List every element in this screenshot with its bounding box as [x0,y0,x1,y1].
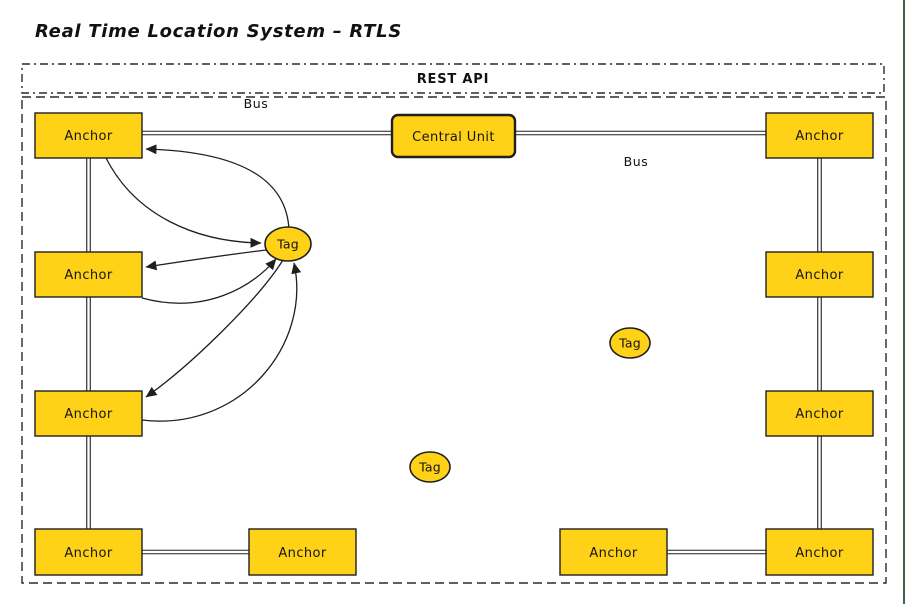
node-anchor-left-3: Anchor [34,390,143,437]
node-anchor-bottom-right-2: Anchor [765,528,874,576]
anchor-box [765,112,874,159]
anchor-label: Anchor [64,129,112,144]
anchor-label: Anchor [795,129,843,144]
node-anchor-bottom-left-2: Anchor [248,528,357,576]
arrow-tag-to-anchor-left-3 [145,259,284,398]
arrow-anchor-left-2-to-tag [141,258,277,304]
bus-label-top: Bus [244,96,269,111]
anchor-box [765,390,874,437]
node-anchor-right-1: Anchor [765,112,874,159]
anchor-label: Anchor [64,268,112,283]
bus-label-right: Bus [624,154,649,169]
window-edge-line [903,0,905,604]
tag-ellipse [409,451,451,483]
node-anchor-right-2: Anchor [765,251,874,298]
node-central-unit: Central Unit [390,113,517,159]
system-container [21,96,887,584]
rest-api-label: REST API [417,72,489,87]
rest-api-container [21,63,885,94]
node-anchor-left-1: Anchor [34,112,143,159]
node-tag-free-1: Tag [609,327,651,359]
node-anchor-bottom-right-1: Anchor [559,528,668,576]
arrow-tag-to-anchor-left-2 [145,249,267,271]
anchor-box [765,251,874,298]
node-anchor-left-2: Anchor [34,251,143,298]
tag-ellipse [609,327,651,359]
anchor-box [34,112,143,159]
anchor-box [34,528,143,576]
node-anchor-right-3: Anchor [765,390,874,437]
arrow-anchor-left-3-to-tag [141,262,302,422]
anchor-label: Anchor [64,546,112,561]
tag-label: Tag [418,460,441,475]
tag-label: Tag [276,237,299,252]
tag-label: Tag [618,336,641,351]
anchor-label: Anchor [795,268,843,283]
arrow-tag-to-anchor-left-1 [145,144,290,231]
central-unit-label: Central Unit [412,130,495,145]
node-tag-located: Tag [264,226,312,262]
central-unit-box [390,113,517,159]
anchor-box [559,528,668,576]
anchor-label: Anchor [589,546,637,561]
tag-ellipse [264,226,312,262]
anchor-box [765,528,874,576]
arrow-anchor-left-1-to-tag [105,157,262,248]
anchor-label: Anchor [64,407,112,422]
page-title: Real Time Location System – RTLS [35,21,402,42]
anchor-box [248,528,357,576]
anchor-label: Anchor [795,546,843,561]
anchor-label: Anchor [278,546,326,561]
node-anchor-bottom-left-1: Anchor [34,528,143,576]
node-tag-free-2: Tag [409,451,451,483]
anchor-box [34,390,143,437]
anchor-label: Anchor [795,407,843,422]
anchor-box [34,251,143,298]
